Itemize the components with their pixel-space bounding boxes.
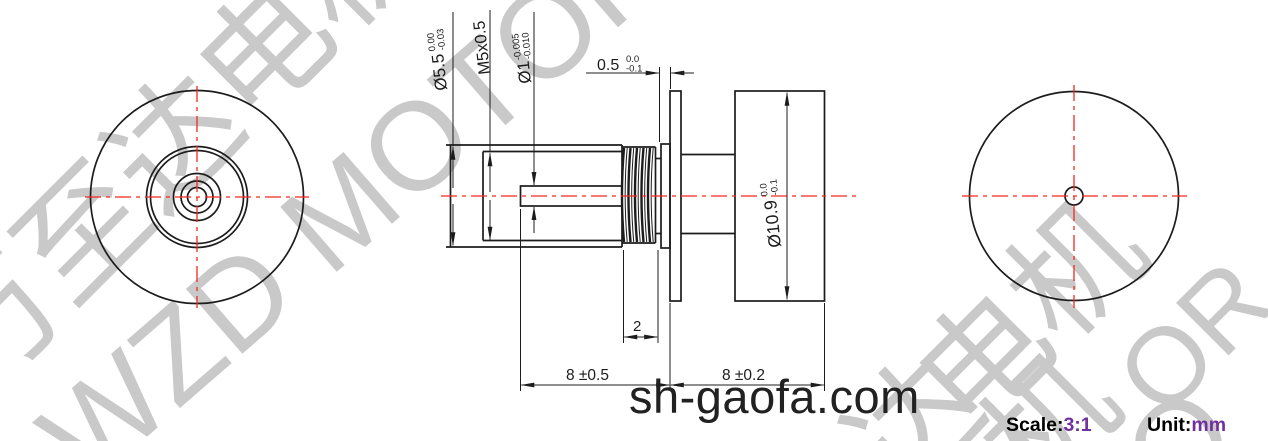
scale-label: Scale:	[1006, 414, 1063, 436]
dim-label-pin-diameter: Ø1 -0.005 -0.010	[510, 32, 535, 85]
svg-text:Ø5.5: Ø5.5	[428, 53, 451, 92]
dim-label-thread-length: 2	[633, 318, 641, 335]
svg-text:0.00: 0.00	[425, 32, 438, 52]
front-view	[85, 86, 309, 308]
svg-text:0.5: 0.5	[597, 57, 619, 74]
svg-text:-0.010: -0.010	[520, 32, 534, 60]
thread-crests	[620, 147, 654, 243]
unit-text: Unit:mm	[1147, 414, 1226, 436]
dim-label-thread: M5x0.5	[470, 20, 494, 76]
unit-label: Unit:	[1147, 414, 1191, 436]
scale-text: Scale:3:1	[1006, 414, 1092, 436]
dim-label-body-diameter: Ø10.9 0.0 -0.1	[758, 178, 785, 249]
svg-text:M5x0.5: M5x0.5	[470, 20, 494, 76]
unit-value: mm	[1191, 414, 1226, 436]
footer-info: Scale:3:1 Unit:mm	[1006, 414, 1226, 436]
svg-text:-0.1: -0.1	[768, 178, 781, 195]
svg-text:-0.005: -0.005	[510, 33, 524, 61]
svg-text:Ø10.9: Ø10.9	[760, 199, 785, 249]
dimension-labels: Ø5.5 0.00 -0.03 M5x0.5 Ø1 -0.005 -0.010 …	[425, 20, 785, 384]
svg-text:0.0: 0.0	[626, 54, 639, 65]
dimension-graphics	[450, 10, 825, 391]
svg-text:-0.03: -0.03	[435, 28, 448, 51]
dim-label-gap: 0.5 0.0 -0.1	[597, 54, 642, 75]
svg-text:-0.1: -0.1	[626, 64, 642, 75]
svg-text:Ø1: Ø1	[514, 60, 535, 85]
website-watermark: sh-gaofa.com	[629, 370, 920, 423]
svg-text:0.0: 0.0	[758, 183, 770, 197]
dim-label-front-length: 8 ±0.5	[566, 367, 609, 384]
dim-label-rear-length: 8 ±0.2	[722, 367, 765, 384]
rear-view	[962, 85, 1187, 308]
dim-label-sleeve-diameter: Ø5.5 0.00 -0.03	[425, 28, 451, 92]
scale-value: 3:1	[1063, 414, 1091, 436]
